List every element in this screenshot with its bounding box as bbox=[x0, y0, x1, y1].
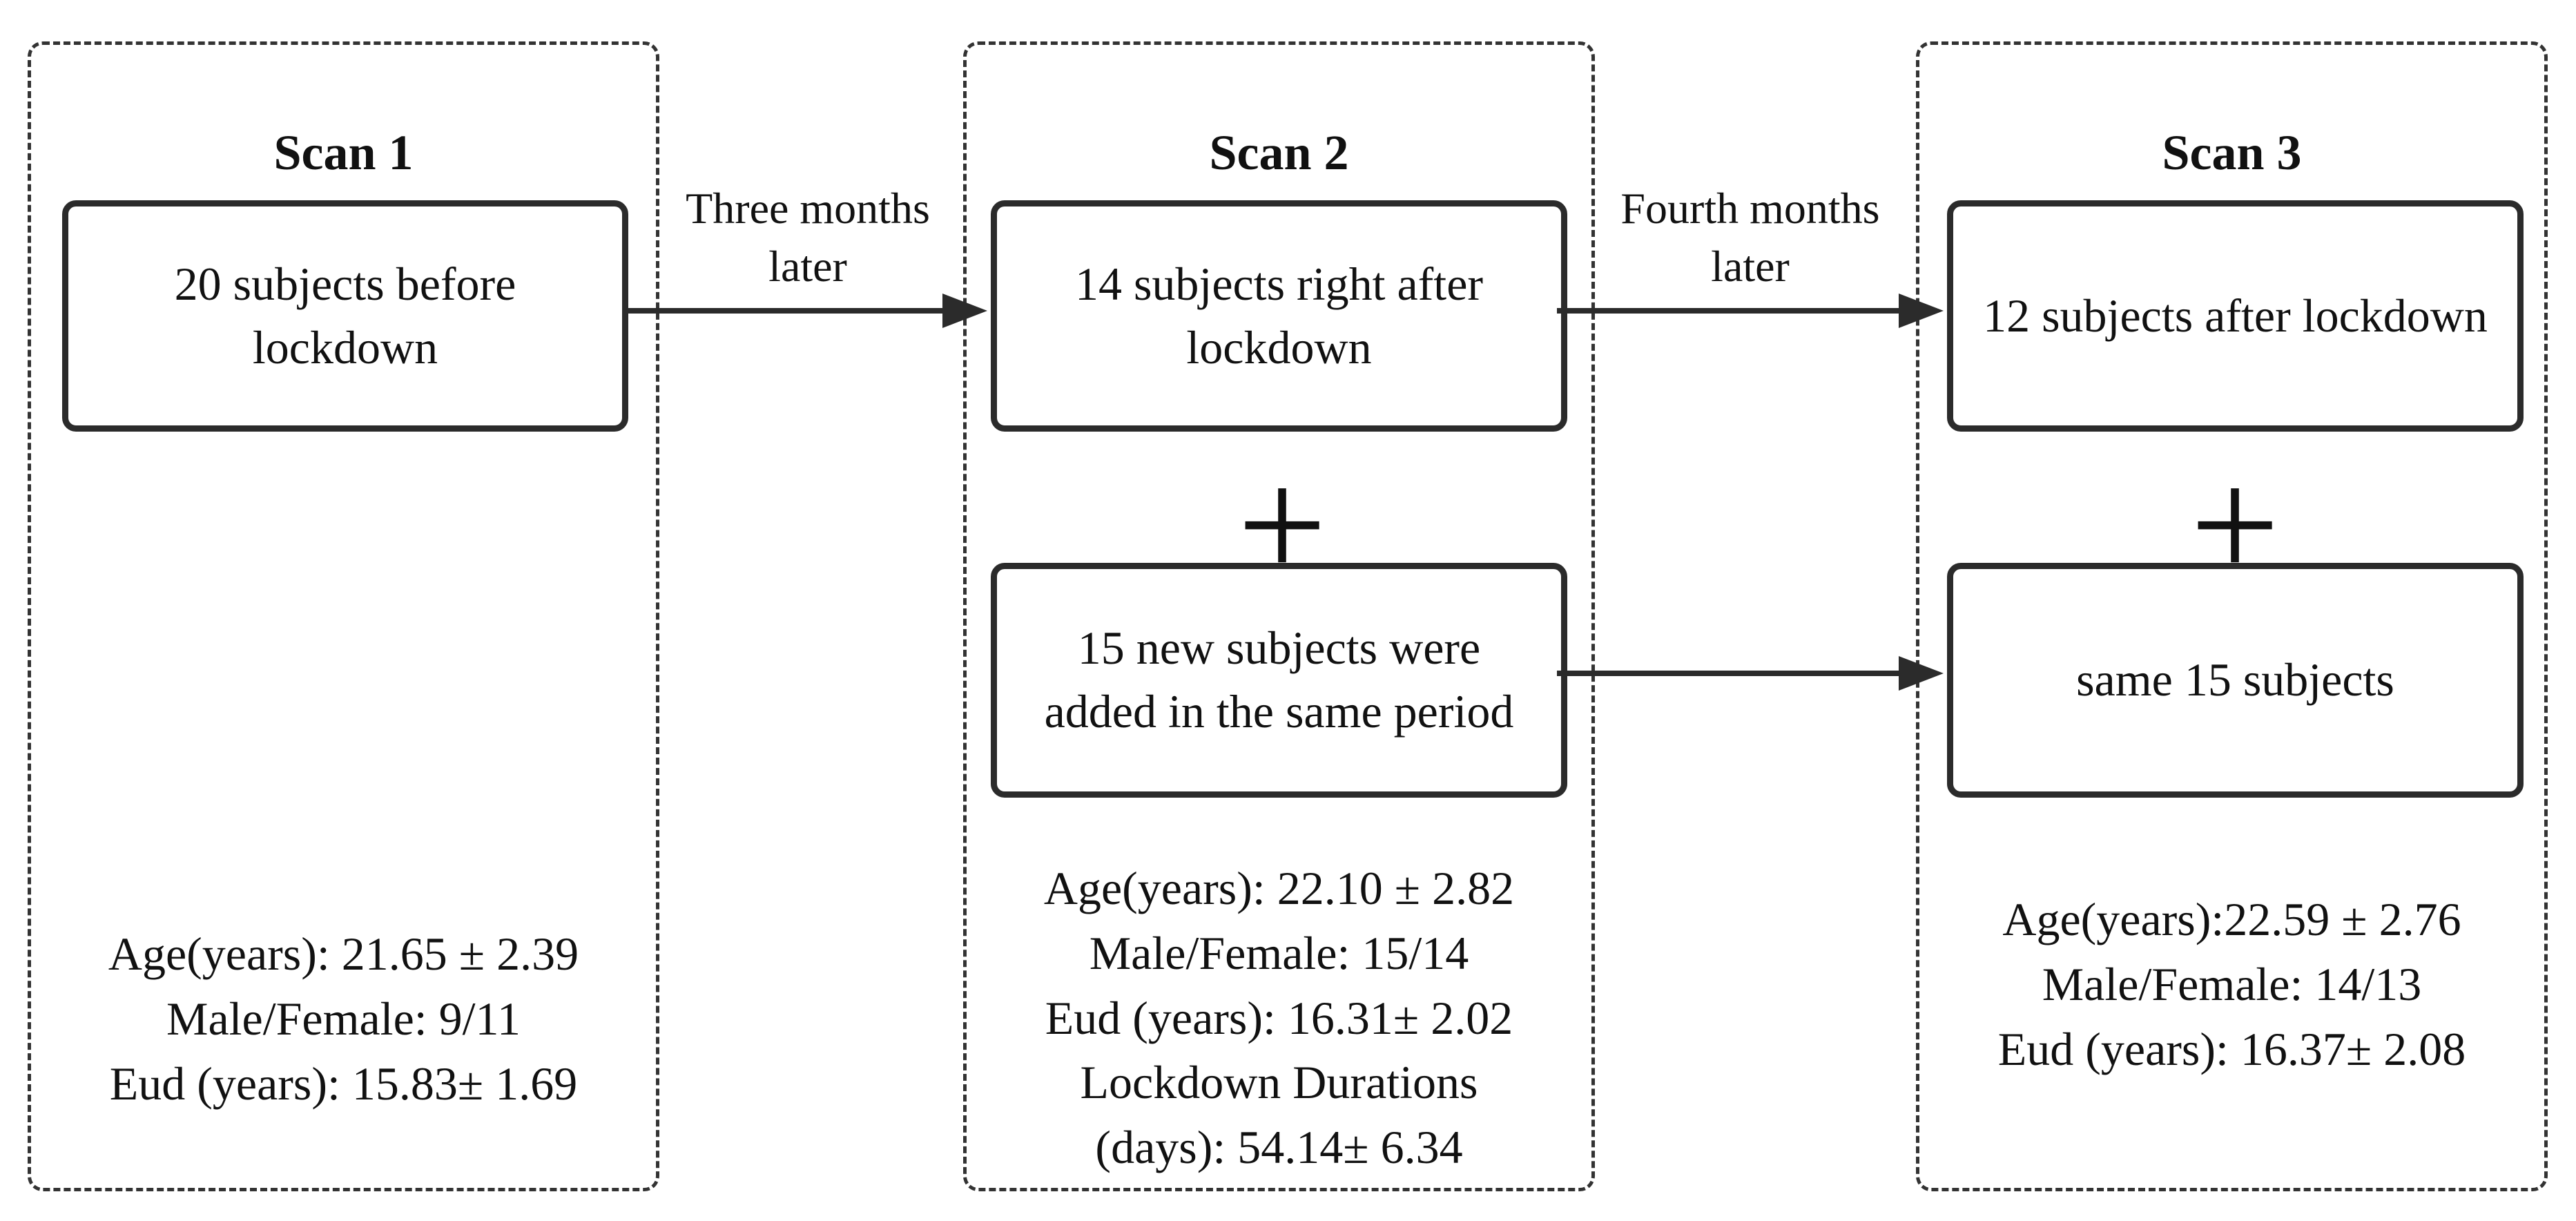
scan2-education: Eud (years): 16.31± 2.02 bbox=[1045, 991, 1513, 1044]
scan3-box-bottom: same 15 subjects bbox=[1947, 563, 2524, 798]
scan2-lockdown-days: (days): 54.14± 6.34 bbox=[1095, 1121, 1463, 1174]
scan2-stats: Age(years): 22.10 ± 2.82 Male/Female: 15… bbox=[967, 856, 1591, 1180]
scan1-education: Eud (years): 15.83± 1.69 bbox=[109, 1057, 578, 1110]
scan2-box-bottom: 15 new subjects were added in the same p… bbox=[991, 563, 1567, 798]
scan2-box-top: 14 subjects right after lockdown bbox=[991, 200, 1567, 432]
scan1-sex: Male/Female: 9/11 bbox=[166, 992, 521, 1045]
scan1-stats: Age(years): 21.65 ± 2.39 Male/Female: 9/… bbox=[31, 922, 656, 1116]
scan3-sex: Male/Female: 14/13 bbox=[2042, 957, 2422, 1010]
scan2-lockdown-label: Lockdown Durations bbox=[1080, 1056, 1478, 1109]
scan3-education: Eud (years): 16.37± 2.08 bbox=[1997, 1022, 2466, 1075]
scan3-stats: Age(years):22.59 ± 2.76 Male/Female: 14/… bbox=[1919, 887, 2544, 1081]
arrowhead-scan2-top-to-scan3 bbox=[1899, 294, 1944, 328]
scan2-title: Scan 2 bbox=[1209, 125, 1349, 180]
scan3-title: Scan 3 bbox=[2162, 125, 2302, 180]
scan1-age: Age(years): 21.65 ± 2.39 bbox=[108, 927, 579, 980]
arrowhead-scan2-bottom-to-scan3 bbox=[1899, 656, 1944, 691]
scan3-age: Age(years):22.59 ± 2.76 bbox=[2002, 893, 2461, 945]
arrow-label-fourth-months: Fourth months later bbox=[1620, 184, 1880, 291]
scan2-age: Age(years): 22.10 ± 2.82 bbox=[1043, 862, 1515, 914]
scan3-box-top: 12 subjects after lockdown bbox=[1947, 200, 2524, 432]
arrowhead-scan1-to-scan2 bbox=[942, 294, 987, 328]
scan1-title: Scan 1 bbox=[273, 125, 414, 180]
scan2-sex: Male/Female: 15/14 bbox=[1089, 926, 1469, 979]
scan2-panel: Scan 2 14 subjects right after lockdown … bbox=[963, 41, 1595, 1191]
scan1-panel: Scan 1 20 subjects before lockdown Age(y… bbox=[28, 41, 659, 1191]
arrow-label-three-months: Three months later bbox=[686, 184, 930, 291]
scan1-box: 20 subjects before lockdown bbox=[62, 200, 628, 432]
scan3-panel: Scan 3 12 subjects after lockdown + same… bbox=[1916, 41, 2548, 1191]
